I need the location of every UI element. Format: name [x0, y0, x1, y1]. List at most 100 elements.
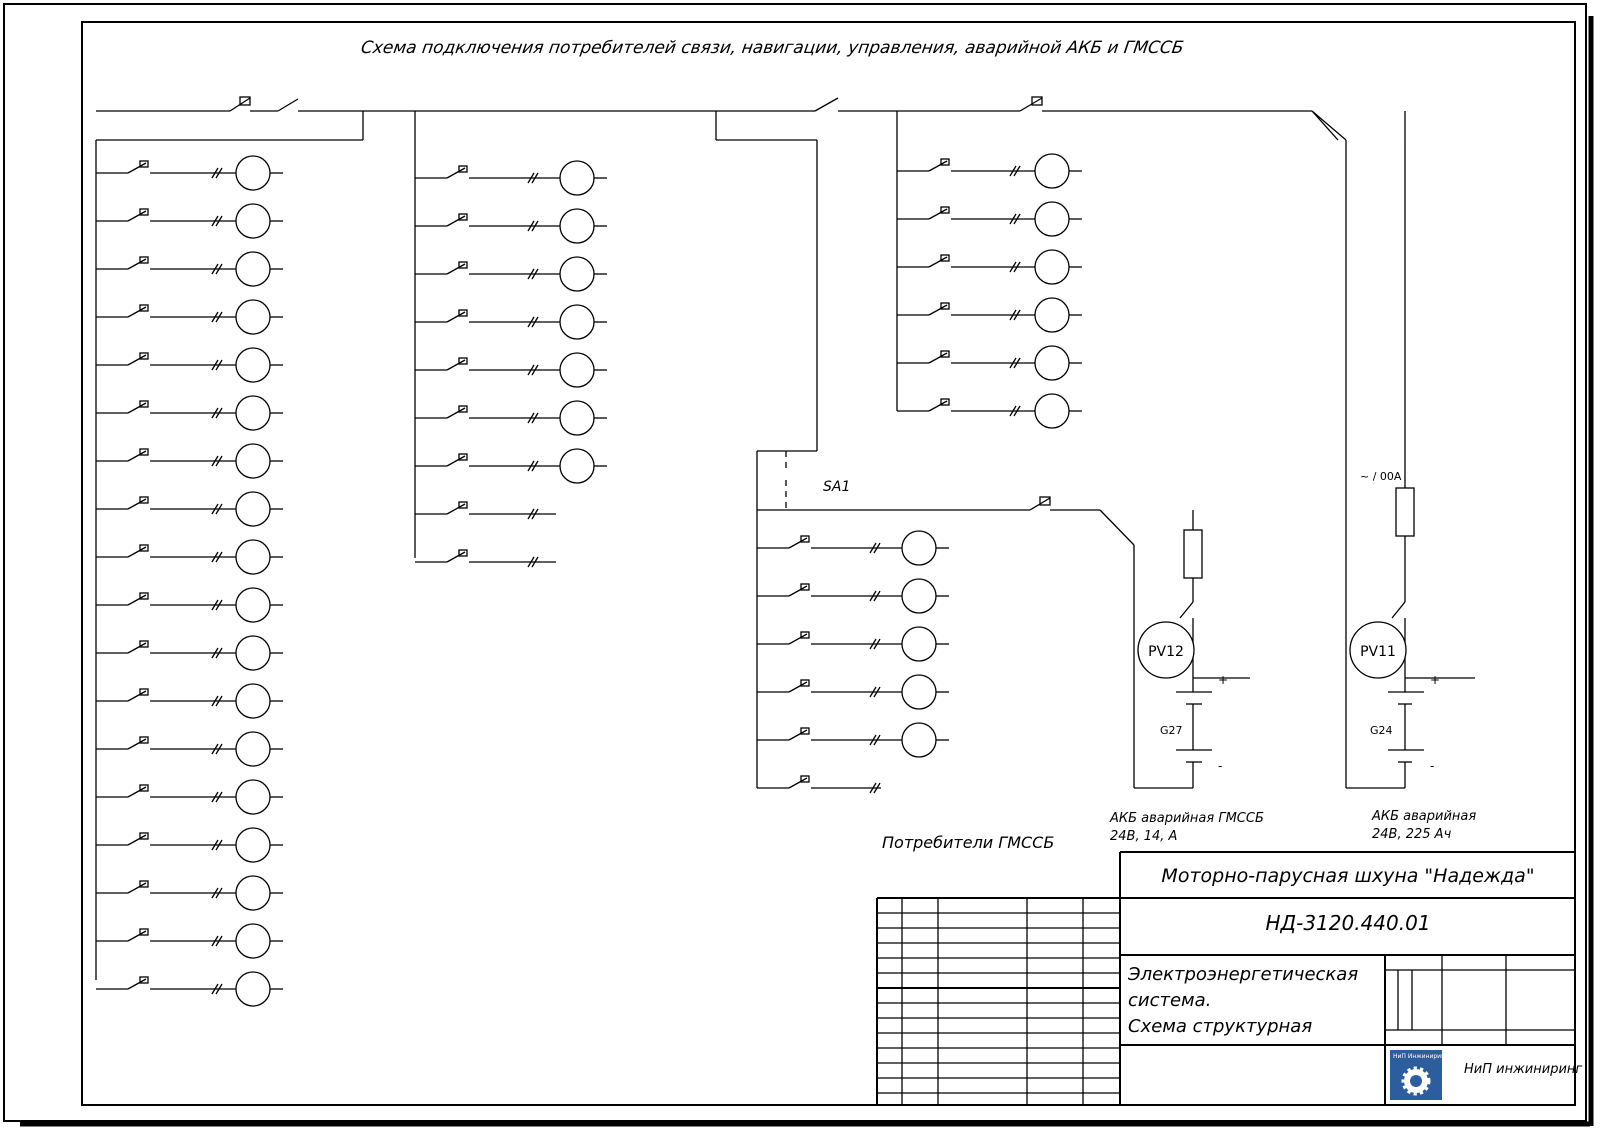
title-block: [876, 851, 1575, 1105]
branch-circuit: [96, 875, 283, 911]
branch-circuit: [96, 731, 283, 767]
consumer-symbol: [559, 160, 595, 196]
branch-circuit: [96, 923, 283, 959]
document-title-line-3: Схема структурная: [1128, 1016, 1312, 1037]
branch-circuit: [96, 779, 283, 815]
branch-circuit: [757, 775, 881, 794]
consumer-symbol: [1034, 153, 1070, 189]
plus-sign-left: +: [1218, 673, 1228, 687]
emergency-battery-caption-1: АКБ аварийная: [1371, 809, 1476, 824]
branch-circuit: [757, 674, 949, 710]
consumer-symbol: [235, 443, 271, 479]
branch-circuit: [96, 971, 283, 1007]
consumer-symbol: [235, 299, 271, 335]
vessel-name: Моторно-парусная шхуна "Надежда": [1161, 865, 1534, 887]
gmssb-consumer-column: [757, 530, 949, 794]
document-number: НД-3120.440.01: [1265, 911, 1430, 935]
emergency-battery-label: G24: [1370, 724, 1393, 737]
consumer-symbol: [901, 626, 937, 662]
consumer-symbol: [559, 208, 595, 244]
consumer-symbol: [235, 875, 271, 911]
consumer-symbol: [235, 587, 271, 623]
consumer-symbol: [559, 256, 595, 292]
branch-circuit: [415, 160, 607, 196]
branch-circuit: [415, 208, 607, 244]
branch-circuit: [757, 626, 949, 662]
branch-circuit: [96, 491, 283, 527]
branch-circuit: [96, 539, 283, 575]
branch-circuit: [415, 256, 607, 292]
branch-circuit: [96, 347, 283, 383]
emergency-battery-caption-2: 24В, 225 Ач: [1372, 827, 1452, 842]
consumer-symbol: [235, 827, 271, 863]
consumer-symbol: [559, 448, 595, 484]
company-name: НиП инжиниринг: [1464, 1062, 1582, 1077]
branch-circuit: [415, 304, 607, 340]
minus-sign-left: -: [1218, 759, 1222, 773]
branch-circuit: [96, 587, 283, 623]
branch-circuit: [96, 203, 283, 239]
document-title-line-1: Электроэнергетическая: [1127, 964, 1358, 985]
branch-circuit: [757, 578, 949, 614]
consumer-symbol: [1034, 297, 1070, 333]
consumer-symbol: [559, 400, 595, 436]
consumer-symbol: [559, 304, 595, 340]
consumer-symbol: [901, 674, 937, 710]
branch-circuit: [897, 153, 1082, 189]
logo-text: НиП Инжиниринг: [1393, 1053, 1448, 1060]
consumer-symbol: [235, 203, 271, 239]
company-logo: НиП Инжиниринг: [1390, 1050, 1448, 1100]
branch-circuit: [96, 299, 283, 335]
fuse-right-label: ~ / 00А: [1360, 470, 1402, 483]
branch-circuit: [897, 297, 1082, 333]
pv12-label: PV12: [1148, 644, 1184, 660]
gmssb-battery-caption-1: АКБ аварийная ГМССБ: [1109, 811, 1264, 826]
gmssb-battery-branch: [1134, 510, 1250, 789]
consumer-symbol: [1034, 345, 1070, 381]
sheet-edge: [3, 3, 1587, 1122]
branch-circuit: [757, 530, 949, 566]
document-title-line-2: система.: [1128, 990, 1211, 1011]
consumer-symbol: [901, 530, 937, 566]
gmssb-battery-label: G27: [1160, 724, 1183, 737]
middle-consumer-column: [415, 160, 607, 568]
branch-circuit: [415, 352, 607, 388]
consumer-symbol: [235, 731, 271, 767]
consumer-symbol: [235, 923, 271, 959]
gmssb-consumers-caption: Потребители ГМССБ: [882, 833, 1054, 852]
consumer-symbol: [1034, 249, 1070, 285]
pv11-voltmeter: [1349, 621, 1407, 679]
consumer-symbol: [235, 779, 271, 815]
right-consumer-column: [897, 153, 1082, 429]
consumer-symbol: [235, 395, 271, 431]
consumer-symbol: [235, 155, 271, 191]
consumer-symbol: [235, 491, 271, 527]
branch-circuit: [96, 443, 283, 479]
consumer-symbol: [1034, 201, 1070, 237]
left-consumer-column: [95, 140, 283, 1007]
pv12-voltmeter: [1137, 621, 1195, 679]
branch-circuit: [415, 501, 556, 520]
branch-circuit: [415, 448, 607, 484]
gmssb-feed: [756, 451, 1135, 788]
consumer-symbol: [901, 722, 937, 758]
branch-circuit: [96, 635, 283, 671]
consumer-symbol: [235, 347, 271, 383]
branch-circuit: [757, 722, 949, 758]
branch-circuit: [96, 155, 283, 191]
branch-circuit: [897, 345, 1082, 381]
consumer-symbol: [235, 539, 271, 575]
branch-circuit: [96, 683, 283, 719]
gmssb-battery-caption-2: 24В, 14, А: [1110, 829, 1177, 844]
branch-circuit: [897, 249, 1082, 285]
branch-circuit: [415, 549, 556, 568]
consumer-symbol: [235, 251, 271, 287]
sa1-label: SA1: [823, 479, 850, 495]
minus-sign-right: -: [1430, 759, 1434, 773]
branch-circuit: [96, 827, 283, 863]
main-feed: [96, 96, 1406, 558]
emergency-battery-branch: [1311, 110, 1475, 789]
drawing-frame: [81, 21, 1576, 1106]
branch-circuit: [96, 251, 283, 287]
